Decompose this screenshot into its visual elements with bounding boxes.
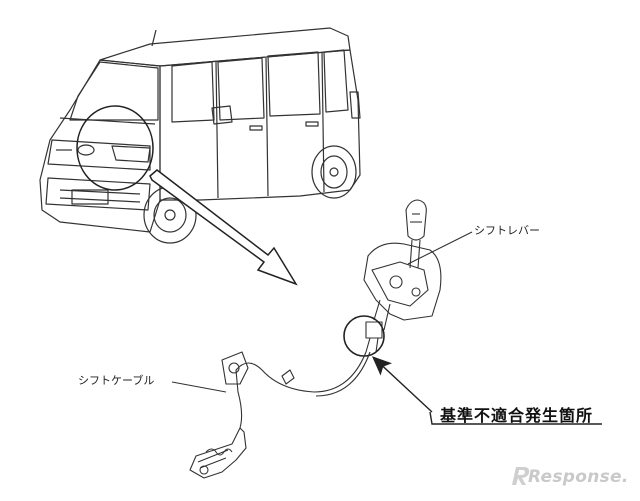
pointer-arrow [149,169,298,286]
car-highlight-circle [76,105,154,191]
shift-cable [171,351,371,479]
response-watermark: Response. [508,461,632,491]
defect-highlight-circle [343,315,385,357]
shift-cable-label: シフトケーブル [78,374,155,387]
defect-pointer-arrow [371,356,433,413]
car-illustration [39,27,361,244]
shift-lever-assembly [363,199,473,353]
defect-location-label: 基準不適合発生箇所 [440,406,594,425]
watermark-text: Response. [528,467,629,487]
shift-lever-label: シフトレバー [474,224,540,237]
defect-label-bracket [429,411,602,425]
response-logo-icon [512,467,530,485]
